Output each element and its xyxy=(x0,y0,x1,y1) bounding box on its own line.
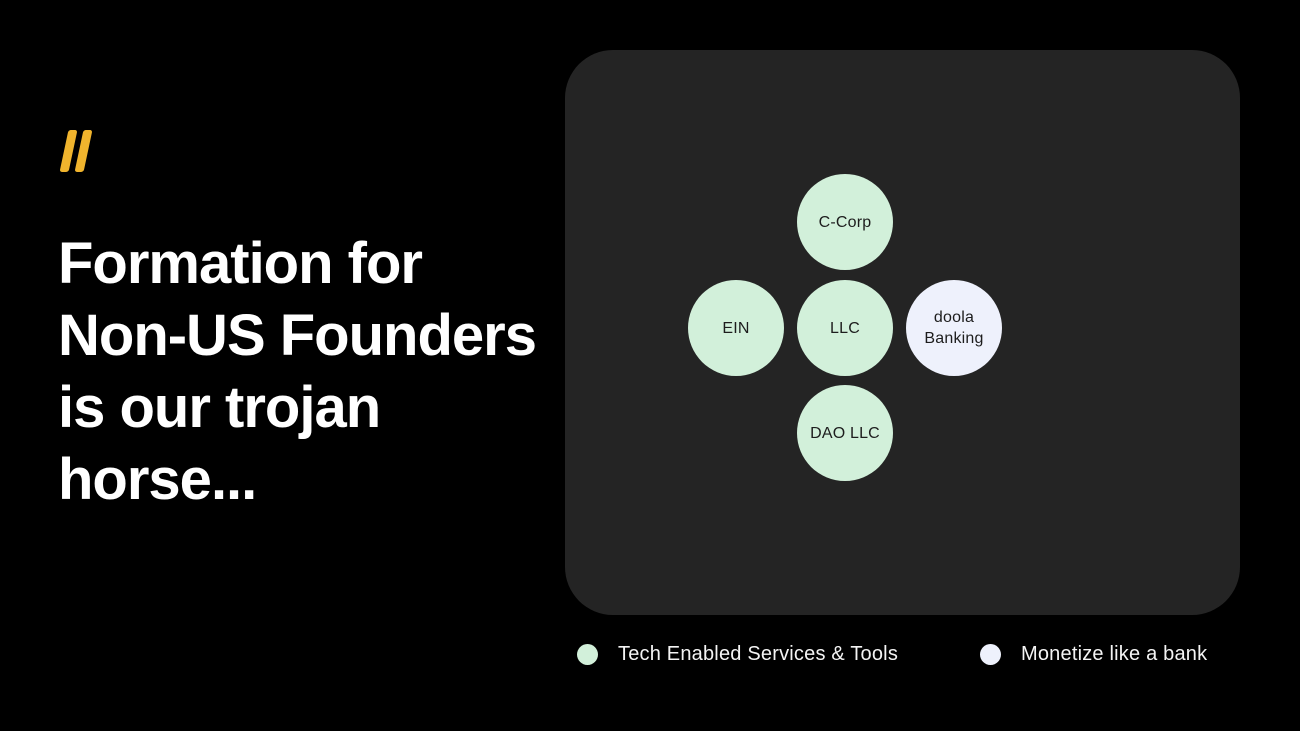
node-doola-banking: doola Banking xyxy=(906,280,1002,376)
logo-slash-icon xyxy=(74,130,93,172)
slide-title-line: horse... xyxy=(58,447,257,512)
node-llc: LLC xyxy=(797,280,893,376)
legend-label: Tech Enabled Services & Tools xyxy=(618,642,899,665)
legend-dot-icon xyxy=(577,643,598,665)
node-ein: EIN xyxy=(688,280,784,376)
legend-label: Monetize like a bank xyxy=(1021,642,1208,665)
legend-item-tech-enabled: Tech Enabled Services & Tools xyxy=(577,642,898,666)
slide-title-line: Formation for xyxy=(58,231,423,296)
diagram-panel: C-Corp EIN LLC doola Banking DAO LLC xyxy=(565,50,1240,615)
legend-dot-icon xyxy=(980,643,1001,665)
node-label: LLC xyxy=(830,319,860,337)
legend-item-monetize: Monetize like a bank xyxy=(980,642,1207,666)
node-label: DAO LLC xyxy=(810,424,880,442)
node-label: doola Banking xyxy=(924,309,984,347)
node-dao-llc: DAO LLC xyxy=(797,385,893,481)
node-c-corp: C-Corp xyxy=(797,174,893,270)
node-label: EIN xyxy=(722,319,750,337)
doola-logo-icon xyxy=(59,130,96,172)
slide-title: Formation for Non-US Founders is our tro… xyxy=(58,228,578,516)
slide-title-line: Non-US Founders xyxy=(58,303,537,368)
node-label: C-Corp xyxy=(818,213,872,231)
slide-title-line: is our trojan xyxy=(58,375,381,440)
